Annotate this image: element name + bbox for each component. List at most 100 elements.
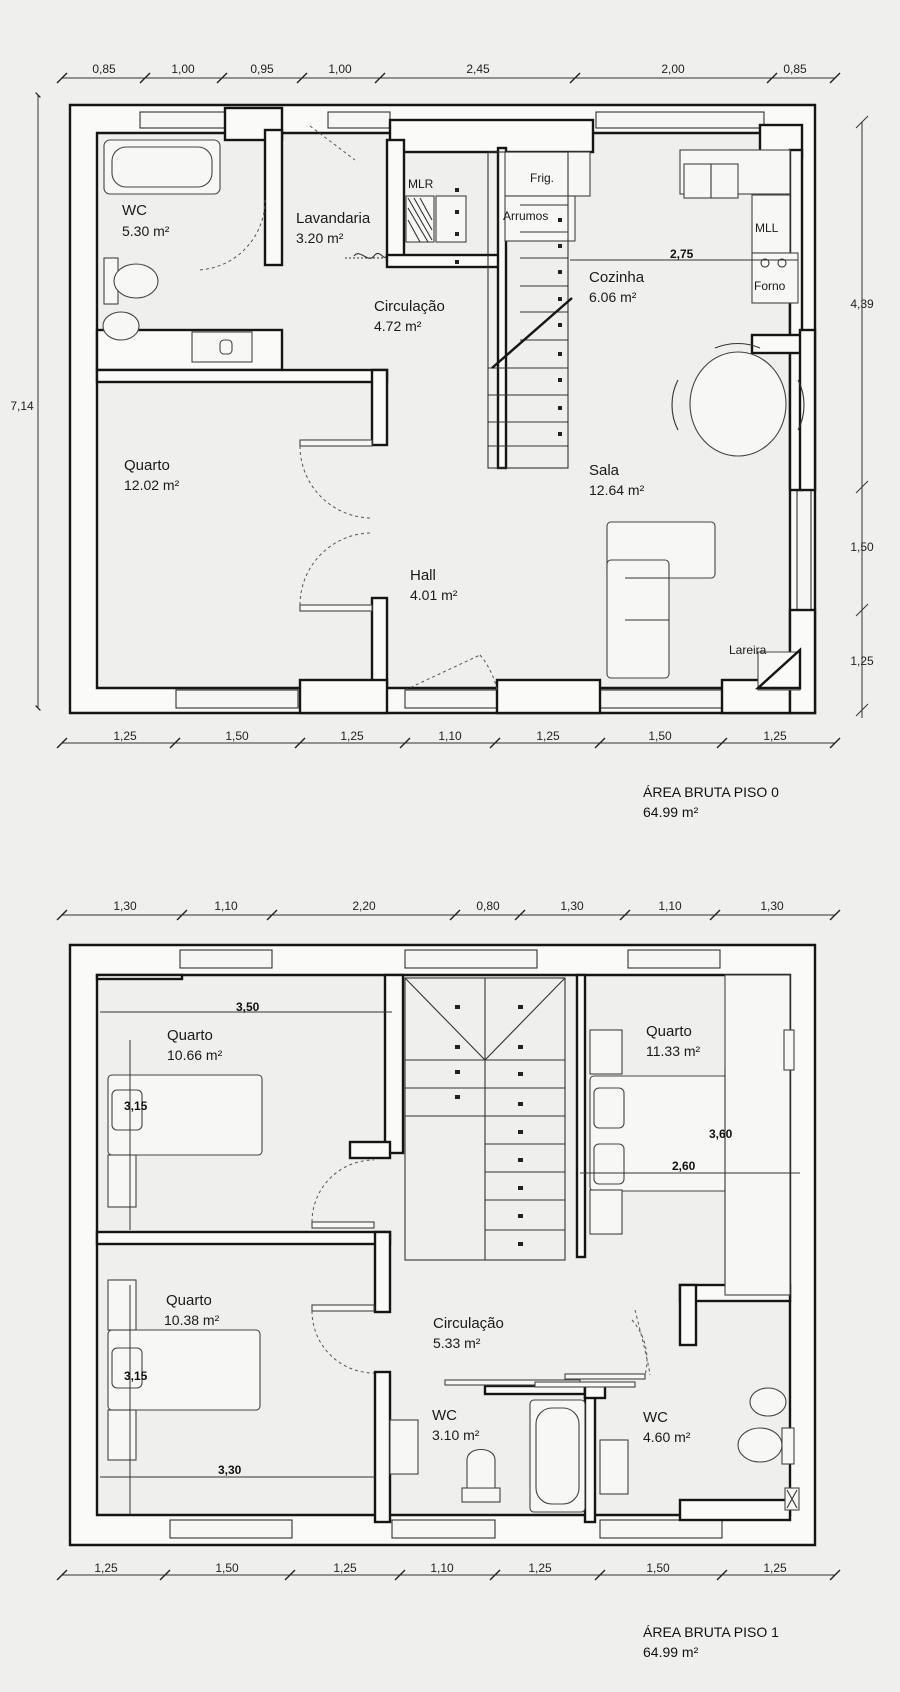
dim-top-6: 1,10 (658, 899, 682, 913)
room-name-wc2-piso1: WC (643, 1409, 668, 1426)
room-area-circulacao-piso1: 5.33 m² (433, 1335, 481, 1351)
room-name-quarto-piso0: Quarto (124, 457, 170, 474)
dimension-tick (216, 72, 228, 84)
room-area-wc-piso0: 5.30 m² (122, 223, 170, 239)
wc-sink-icon (389, 1419, 419, 1475)
window-quarto-piso0 (175, 689, 299, 709)
area-summary-value-piso0: 64.99 m² (643, 804, 699, 820)
dimension-tick (296, 72, 308, 84)
fixture-mlr: MLR (408, 177, 434, 191)
dimension-tick (594, 737, 606, 749)
dim-bottom-2: 1,50 (215, 1561, 239, 1575)
dimension-chain-right-piso0: 4,39 1,50 1,25 (850, 115, 874, 718)
dim-top-3: 2,20 (352, 899, 376, 913)
annotation-3-50: 3,50 (236, 1000, 260, 1014)
fixture-lareira: Lareira (729, 643, 767, 657)
dimension-tick (394, 1569, 406, 1581)
room-area-quarto-piso0: 12.02 m² (124, 477, 180, 493)
annotation-2-60: 2,60 (672, 1159, 696, 1173)
window-sala-bottom-piso0 (599, 689, 723, 709)
window-wc-piso0 (139, 111, 227, 129)
dim-top-2: 1,10 (214, 899, 238, 913)
dimension-tick (569, 72, 581, 84)
dimension-tick (139, 72, 151, 84)
dimension-tick (169, 737, 181, 749)
window-sala-piso0 (796, 487, 812, 615)
dimension-chain-bottom-piso1: 1,25 1,50 1,25 1,10 1,25 1,50 1,25 (56, 1561, 841, 1581)
dim-top-7: 1,30 (760, 899, 784, 913)
dim-top-7: 0,85 (783, 62, 807, 76)
doors-piso1 (311, 1159, 651, 1376)
room-area-quarto2-piso1: 11.33 m² (646, 1043, 701, 1059)
interior-walls-piso0 (95, 106, 817, 715)
annotation-2-75: 2,75 (670, 247, 694, 261)
dimension-tick (56, 1569, 68, 1581)
dim-bottom-3: 1,25 (333, 1561, 357, 1575)
annotation-3-60: 3,60 (709, 1127, 733, 1141)
dimension-tick (374, 72, 386, 84)
living-fixtures-piso0 (606, 521, 802, 691)
dimension-tick (514, 909, 526, 921)
dimension-tick (266, 909, 278, 921)
fixture-arrumos: Arrumos (503, 209, 548, 223)
dimension-tick (619, 909, 631, 921)
room-area-quarto1-piso1: 10.66 m² (167, 1047, 223, 1063)
room-name-quarto2-piso1: Quarto (646, 1023, 692, 1040)
room-area-quarto3-piso1: 10.38 m² (164, 1312, 220, 1328)
frigorifico-icon (504, 151, 591, 197)
fixture-frig: Frig. (530, 171, 554, 185)
dimension-tick (284, 1569, 296, 1581)
dimension-tick (399, 737, 411, 749)
dimension-tick (489, 1569, 501, 1581)
window-wc2-piso1 (599, 1519, 723, 1539)
room-name-circulacao-piso0: Circulação (374, 298, 445, 315)
dining-table-icon (689, 351, 787, 457)
stairs-piso1 (404, 977, 566, 1261)
dim-top-5: 1,30 (560, 899, 584, 913)
dimension-tick (449, 909, 461, 921)
dim-bottom-6: 1,50 (648, 729, 672, 743)
dim-bottom-6: 1,50 (646, 1561, 670, 1575)
bidet-icon (102, 311, 140, 341)
dimension-tick (829, 1569, 841, 1581)
dim-right-1: 4,39 (850, 297, 874, 311)
room-labels-piso0: WC 5.30 m² Lavandaria 3.20 m² Circulação… (122, 171, 786, 657)
window-wc1-piso1 (391, 1519, 496, 1539)
room-name-wc-piso0: WC (122, 202, 147, 219)
room-name-quarto1-piso1: Quarto (167, 1027, 213, 1044)
window-quarto2-piso1 (627, 949, 721, 969)
dim-top-4: 0,80 (476, 899, 500, 913)
dimension-tick (709, 909, 721, 921)
dim-bottom-4: 1,10 (438, 729, 462, 743)
room-name-sala-piso0: Sala (589, 462, 620, 479)
dim-bottom-1: 1,25 (113, 729, 137, 743)
dim-top-5: 2,45 (466, 62, 490, 76)
dimension-tick (829, 909, 841, 921)
dim-top-2: 1,00 (171, 62, 195, 76)
annotation-3-15-bottom: 3,15 (124, 1369, 148, 1383)
dim-right-2: 1,50 (850, 540, 874, 554)
dimension-tick (829, 737, 841, 749)
dimension-chain-top-piso1: 1,30 1,10 2,20 0,80 1,30 1,10 1,30 (56, 899, 841, 921)
dim-left-total-h: 7,14 (10, 399, 34, 413)
mll-dishwasher-icon (751, 194, 791, 254)
window-stairs-piso1 (404, 949, 538, 969)
bathroom-fixtures-piso1 (389, 1373, 800, 1513)
wc-sink-icon (599, 1439, 629, 1495)
dimension-chain-bottom-piso0: 1,25 1,50 1,25 1,10 1,25 1,50 1,25 (56, 729, 841, 749)
stairs-piso0 (455, 151, 573, 469)
room-name-wc1-piso1: WC (432, 1407, 457, 1424)
dimension-tick (716, 737, 728, 749)
dimension-tick (294, 737, 306, 749)
dimension-tick (159, 1569, 171, 1581)
laundry-fixtures-piso0 (309, 125, 467, 259)
dim-bottom-7: 1,25 (763, 729, 787, 743)
dimension-tick (594, 1569, 606, 1581)
fixture-mll: MLL (755, 221, 779, 235)
dimension-tick (716, 1569, 728, 1581)
room-area-circulacao-piso0: 4.72 m² (374, 318, 422, 334)
dimension-tick (56, 909, 68, 921)
forno-oven-icon (751, 252, 799, 304)
dim-bottom-5: 1,25 (536, 729, 560, 743)
